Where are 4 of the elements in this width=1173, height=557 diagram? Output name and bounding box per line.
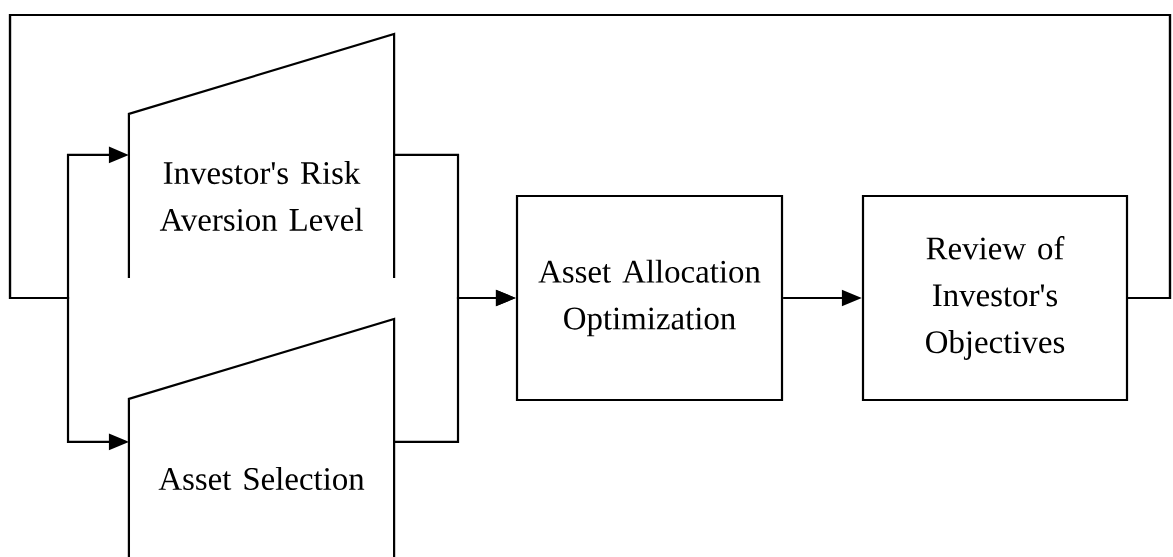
process-box: Asset Allocation Optimization [515,194,784,402]
process-box: Review of Investor's Objectives [861,194,1129,402]
trapezoid-box: Asset Selection [127,317,396,557]
trapezoid-box: Investor's Risk Aversion Level [127,32,396,279]
